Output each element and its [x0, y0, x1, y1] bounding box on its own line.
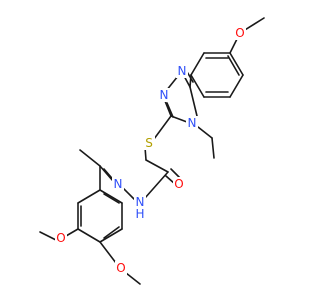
bond-line-4 [190, 74, 205, 98]
double-bond-line-9 [103, 226, 120, 239]
bond-line-3 [190, 52, 205, 76]
atom-o-methoxy-top: O [234, 26, 246, 40]
bond-line-27 [77, 228, 101, 243]
bond-line-33 [125, 272, 141, 285]
bond-line-7 [229, 52, 244, 76]
atom-s-thioether: S [143, 136, 155, 150]
atom-label-n: N [188, 116, 197, 130]
atom-o-carbonyl: O [173, 177, 185, 191]
atom-o-methoxy-bottom: O [115, 261, 127, 275]
bond-line-13 [189, 86, 198, 117]
bond-line-29 [77, 189, 101, 204]
bond-line-14 [197, 126, 213, 139]
bond-line-30 [65, 228, 79, 237]
molecule-structure: O N N N S O N N H [39, 17, 265, 285]
atom-nh-hydrazide: N H [134, 195, 146, 221]
bond-line-15 [211, 137, 215, 159]
bond-line-18 [145, 159, 169, 173]
bond-line-32 [99, 241, 117, 264]
bond-line-16 [153, 115, 172, 140]
bond-line-26 [99, 228, 123, 243]
bond-line-6 [229, 74, 244, 98]
bond-line-22 [79, 149, 101, 167]
atom-label-o: O [116, 261, 125, 275]
bond-line-11 [164, 100, 172, 117]
atom-label-o: O [56, 231, 65, 245]
double-bond-line-6 [170, 168, 181, 179]
double-bond-line-4 [166, 102, 174, 118]
bond-line-31 [39, 231, 57, 241]
atom-label-o: O [174, 177, 183, 191]
bond-line-24 [99, 189, 123, 204]
atom-n-triazole-2: N [158, 88, 170, 102]
bond-line-21 [99, 165, 114, 182]
atom-label-h: H [135, 207, 144, 221]
bond-layer [39, 17, 265, 285]
double-bond-line-8 [103, 193, 120, 204]
atom-n-triazole-1: N [176, 64, 188, 78]
double-bond-line-2 [227, 55, 240, 76]
atom-label-o: O [235, 26, 244, 40]
atom-o-methoxy-left: O [55, 231, 67, 245]
atom-label-n: N [136, 195, 145, 209]
atom-label-layer: O N N N S O N N H [55, 26, 246, 275]
atom-label-n: N [160, 88, 169, 102]
atom-label-n: N [114, 177, 123, 191]
atom-n-hydrazone: N [112, 177, 124, 191]
bond-line-19 [144, 171, 169, 199]
atom-n-triazole-4: N [186, 116, 198, 130]
atom-label-s: S [145, 136, 153, 150]
atom-label-n: N [178, 64, 187, 78]
